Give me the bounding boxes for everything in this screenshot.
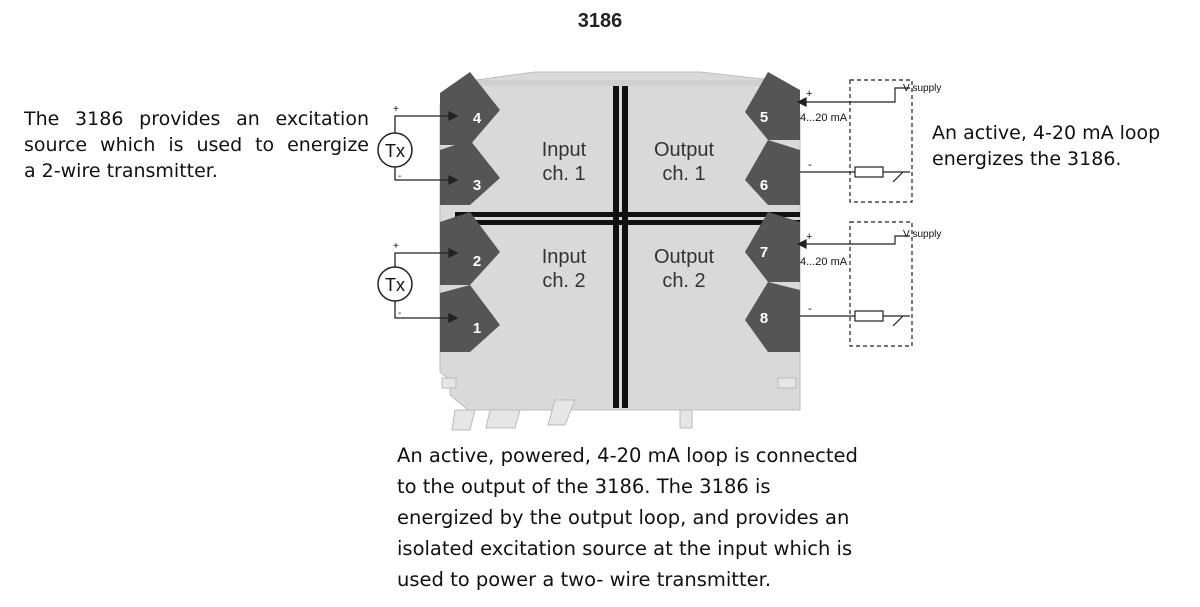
note-right: An active, 4-20 mA loop energizes the 31… <box>932 120 1190 172</box>
terminal-blocks-right <box>745 72 800 352</box>
supply2-label: V supply <box>903 229 941 240</box>
channel-dividers <box>455 86 800 408</box>
tx-wiring-ch1 <box>394 110 459 186</box>
terminal-8-label: 8 <box>760 310 768 327</box>
tx2-plus: + <box>393 241 399 252</box>
supply1-label: V supply <box>903 83 941 94</box>
note-left-line: a 2-wire transmitter. <box>24 160 218 182</box>
note-left-line: The 3186 provides an excitation <box>24 108 369 130</box>
tx-wiring-ch2 <box>394 247 459 324</box>
note-bottom-line: energized by the output loop, and provid… <box>397 506 850 529</box>
transmitter-ch2-label: Tx <box>385 275 405 295</box>
note-bottom-line: An active, powered, 4-20 mA loop is conn… <box>397 444 858 467</box>
diagram-title: 3186 <box>577 10 623 32</box>
input-ch1-line2: ch. 1 <box>542 163 585 185</box>
terminal-2-label: 2 <box>473 253 481 270</box>
tx2-minus: - <box>398 308 401 319</box>
loop1-current-label: 4...20 mA <box>800 112 848 124</box>
loop2-plus: + <box>806 231 812 243</box>
terminal-6-label: 6 <box>760 177 768 194</box>
output-ch1-line1: Output <box>654 139 714 161</box>
input-ch2-line1: Input <box>542 246 587 268</box>
note-bottom-line: to the output of the 3186. The 3186 is <box>397 475 771 498</box>
output-ch2-line2: ch. 2 <box>662 270 705 292</box>
terminal-1-label: 1 <box>473 320 481 337</box>
terminal-7-label: 7 <box>760 244 768 261</box>
module-housing <box>439 71 801 431</box>
tx1-plus: + <box>393 104 399 115</box>
loop2-current-label: 4...20 mA <box>800 256 848 268</box>
output-ch2-line1: Output <box>654 246 714 268</box>
output-ch1-line2: ch. 1 <box>662 163 705 185</box>
loop1-minus: - <box>808 159 812 171</box>
note-left: The 3186 provides an excitation source w… <box>24 106 369 184</box>
output-loop-ch1 <box>796 79 913 203</box>
tx1-minus: - <box>398 171 401 182</box>
input-ch1-line1: Input <box>542 139 587 161</box>
input-ch2-line2: ch. 2 <box>542 270 585 292</box>
transmitter-ch2-icon <box>377 266 413 302</box>
transmitter-ch1-icon <box>377 132 413 168</box>
terminal-3-label: 3 <box>473 177 481 194</box>
note-right-line: energizes the 3186. <box>932 148 1122 170</box>
terminal-5-label: 5 <box>760 109 768 126</box>
output-loop-ch2 <box>796 221 913 347</box>
loop1-plus: + <box>806 88 812 100</box>
note-bottom-line: isolated excitation source at the input … <box>397 537 853 560</box>
note-right-line: An active, 4-20 mA loop <box>932 122 1161 144</box>
note-left-line: source which is used to energize <box>24 134 369 156</box>
note-bottom-line: used to power a two- wire transmitter. <box>397 568 772 591</box>
transmitter-ch1-label: Tx <box>385 141 405 161</box>
note-bottom: An active, powered, 4-20 mA loop is conn… <box>397 440 897 595</box>
terminal-blocks-left <box>440 72 500 352</box>
loop2-minus: - <box>808 303 812 315</box>
terminal-4-label: 4 <box>473 110 482 127</box>
